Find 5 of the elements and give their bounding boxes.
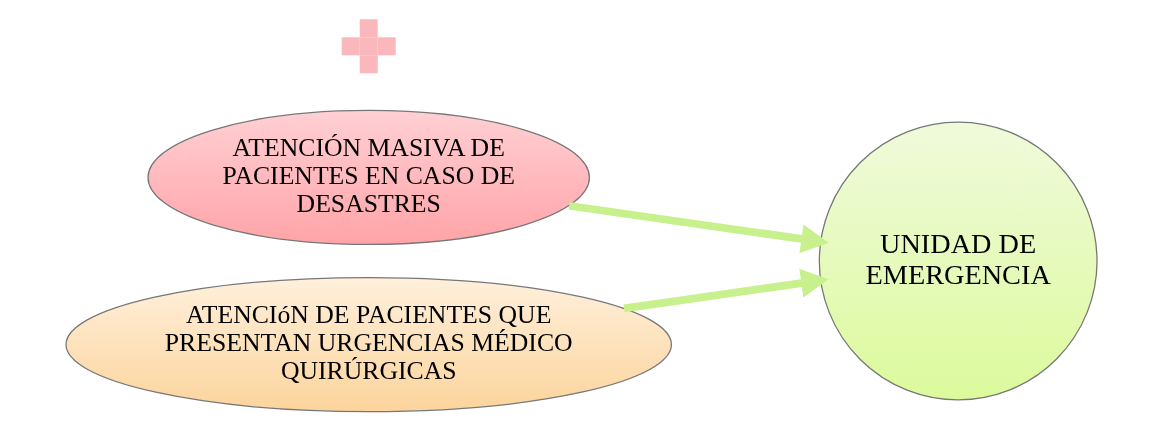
node-ellipse: ATENCIÓN MASIVA DE PACIENTES EN CASO DE DESASTRES — [146, 109, 590, 245]
node-ellipse: ATENCIóN DE PACIENTES QUE PRESENTAN URGENCIAS MÉDICO QUIRÚRGICAS — [64, 276, 672, 412]
arrow — [568, 201, 829, 253]
arrow — [622, 268, 829, 312]
node-circle: UNIDAD DE EMERGENCIA — [818, 121, 1098, 400]
